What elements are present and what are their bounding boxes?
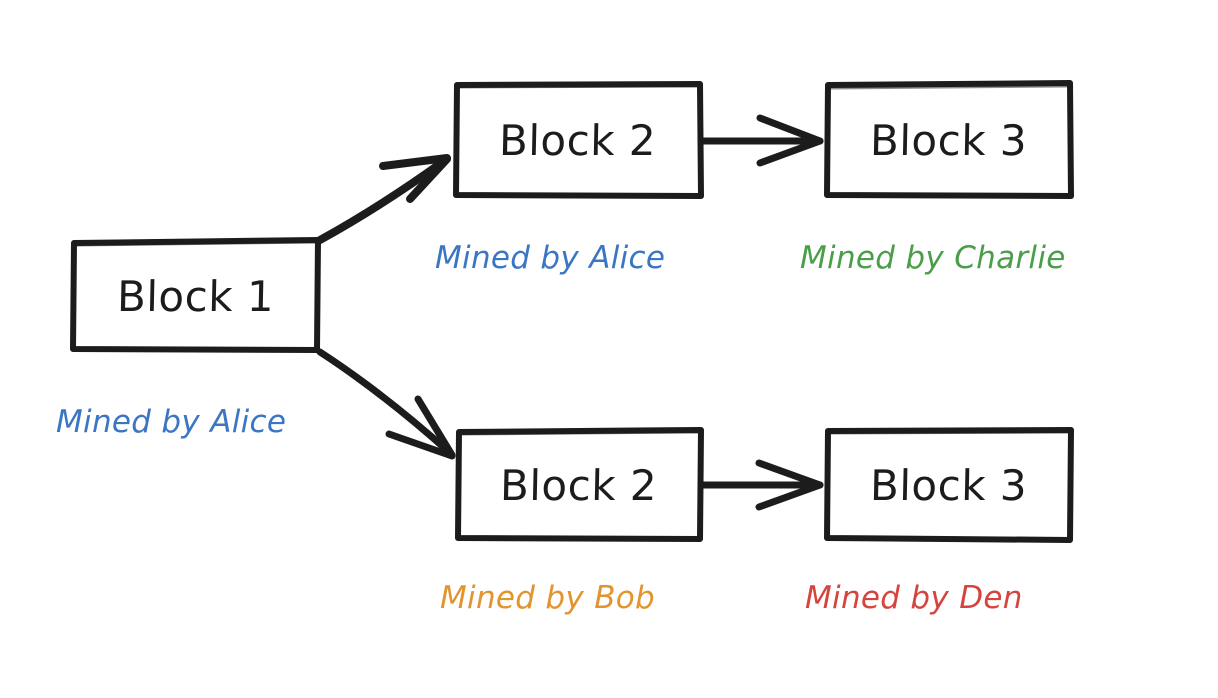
edge-b2-to-b3-lower-arrow[interactable] <box>699 459 824 511</box>
block-1-node[interactable]: Block 1 <box>72 240 320 352</box>
miner-label-block-3-upper: Mined by Charlie <box>800 240 1066 276</box>
edge-b1-to-b2-lower-arrow[interactable] <box>316 348 456 460</box>
block-2-lower-node[interactable]: Block 2 <box>456 430 701 540</box>
block-2-lower-label: Block 2 <box>499 460 658 510</box>
block-2-upper-outline[interactable] <box>453 81 704 199</box>
block-1-outline[interactable] <box>70 237 321 353</box>
edge-b2-to-b3-upper-arrow[interactable] <box>698 114 824 167</box>
miner-label-block-1: Mined by Alice <box>56 404 287 440</box>
block-2-upper-label: Block 2 <box>498 115 658 165</box>
block-3-upper-outline[interactable] <box>824 80 1074 199</box>
block-2-upper-node[interactable]: Block 2 <box>455 83 701 197</box>
block-2-lower-outline[interactable] <box>455 427 704 542</box>
block-3-lower-outline[interactable] <box>824 427 1074 543</box>
block-3-upper-label: Block 3 <box>869 115 1028 165</box>
block-1-label: Block 1 <box>116 271 276 321</box>
block-3-lower-label: Block 3 <box>869 460 1028 510</box>
miner-label-block-2-upper: Mined by Alice <box>435 240 666 276</box>
block-3-upper-node[interactable]: Block 3 <box>826 83 1071 197</box>
edge-b1-to-b2-upper-arrow[interactable] <box>316 154 451 244</box>
miner-label-block-3-lower: Mined by Den <box>805 580 1023 616</box>
miner-label-block-2-lower: Mined by Bob <box>440 580 655 616</box>
block-3-lower-node[interactable]: Block 3 <box>826 430 1071 540</box>
